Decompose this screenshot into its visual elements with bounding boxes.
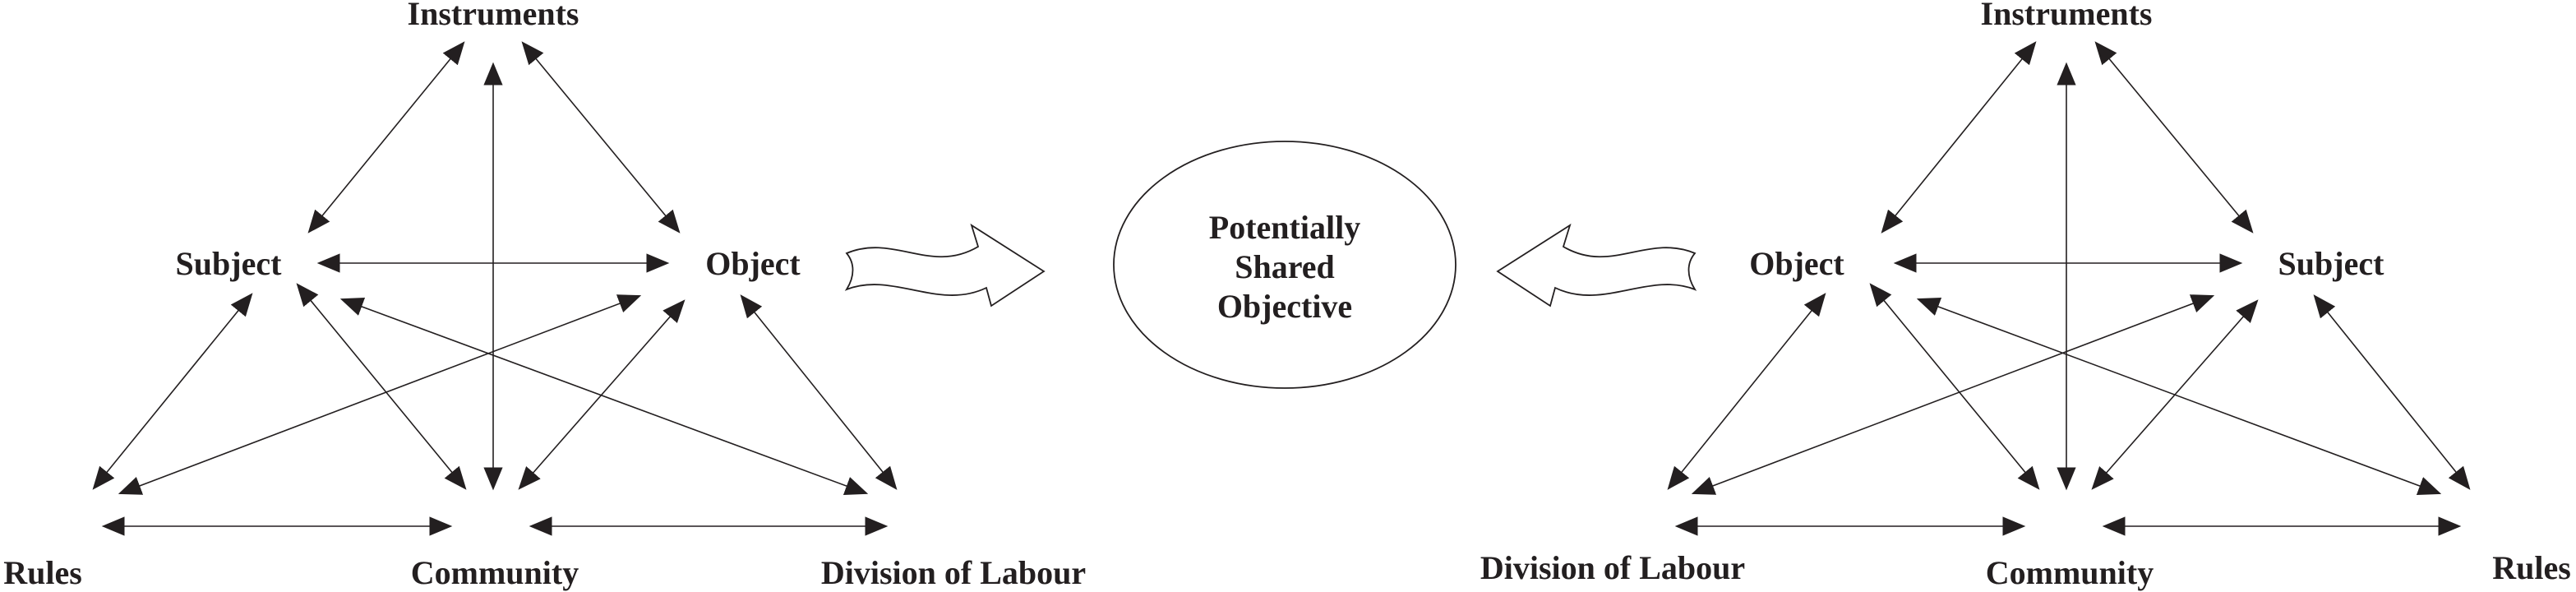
- right-edge-instruments-subject: [2094, 41, 2254, 234]
- right-rules-label: Rules: [2492, 549, 2571, 586]
- objective-line-2: Shared: [1235, 248, 1335, 285]
- left-edge-object-division: [740, 294, 898, 490]
- left-activity-system: Instruments Subject Object Rules Communi…: [3, 0, 1086, 591]
- left-pointing-wavy-arrow: [1496, 223, 1697, 308]
- left-edge-instruments-object: [521, 41, 681, 234]
- right-edge-object-rules: [1916, 298, 2442, 495]
- right-edge-object-community: [1869, 283, 2040, 490]
- right-edge-object-division: [1667, 293, 1826, 490]
- left-instruments-label: Instruments: [408, 0, 579, 32]
- left-rules-label: Rules: [3, 554, 82, 591]
- left-community-label: Community: [411, 554, 579, 591]
- objective-line-3: Objective: [1217, 288, 1352, 325]
- right-activity-system: Instruments Object Subject Division of L…: [1480, 0, 2571, 591]
- left-edge-object-rules: [118, 294, 642, 495]
- right-pointing-wavy-arrow: [844, 223, 1046, 308]
- left-division-of-labour-label: Division of Labour: [821, 554, 1086, 591]
- left-edge-subject-rules: [92, 293, 253, 490]
- left-subject-label: Subject: [176, 245, 283, 282]
- left-edge-object-community: [518, 299, 686, 490]
- center-shared-objective: Potentially Shared Objective: [844, 141, 1697, 389]
- right-community-label: Community: [1986, 554, 2154, 591]
- right-edge-subject-rules: [2313, 294, 2471, 490]
- left-edge-subject-division: [339, 297, 869, 496]
- left-object-label: Object: [705, 245, 801, 282]
- right-edge-subject-community: [2091, 299, 2259, 490]
- right-division-of-labour-label: Division of Labour: [1480, 549, 1745, 586]
- objective-line-1: Potentially: [1209, 209, 1360, 246]
- right-edge-subject-division: [1691, 294, 2215, 495]
- left-edge-instruments-subject: [307, 41, 465, 234]
- left-edge-subject-community: [296, 283, 467, 490]
- left-edges: [92, 41, 898, 536]
- right-subject-label: Subject: [2278, 245, 2385, 282]
- right-object-label: Object: [1749, 245, 1844, 282]
- right-edge-instruments-object: [1881, 41, 2037, 234]
- right-edges: [1667, 41, 2471, 536]
- right-instruments-label: Instruments: [1981, 0, 2153, 32]
- objective-ellipse: [1113, 141, 1457, 389]
